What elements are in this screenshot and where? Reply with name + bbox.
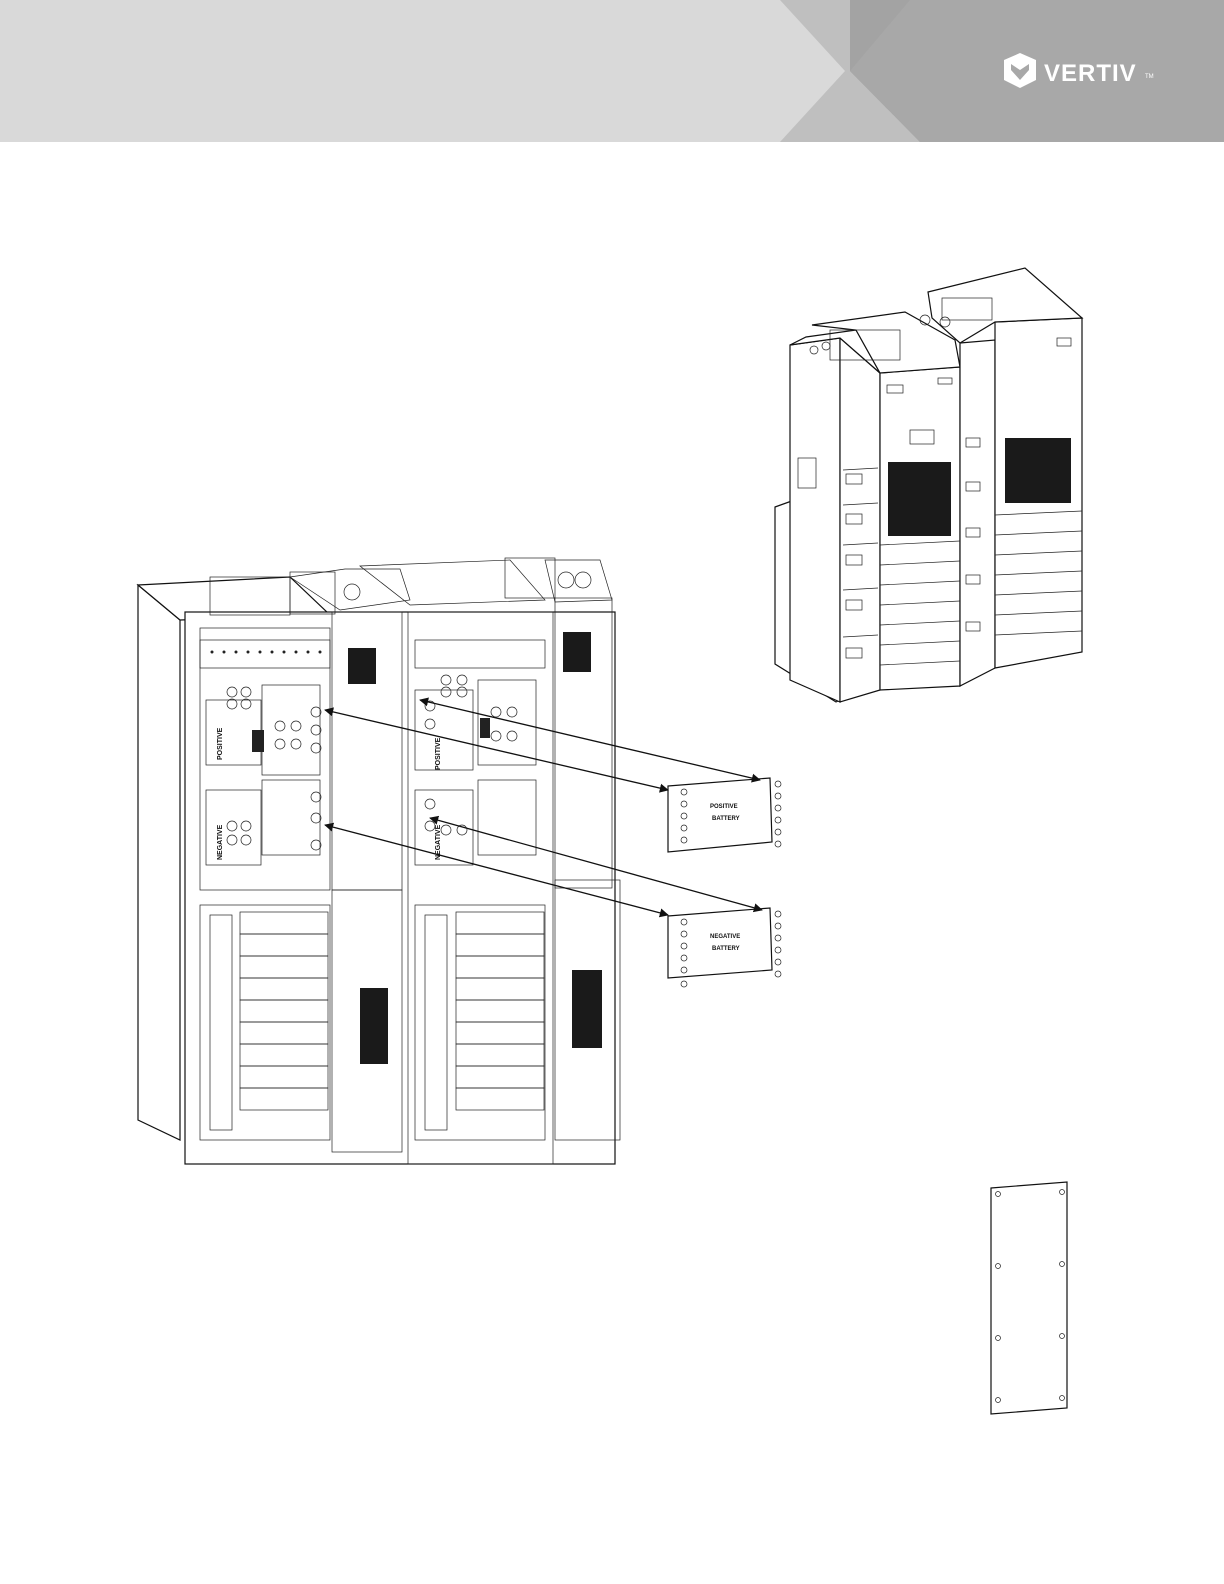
positive-battery-label-2: BATTERY [712, 816, 740, 822]
header-chevron-overlay [850, 0, 1224, 142]
cabinet-assembly-overview [775, 268, 1082, 702]
page-header: VERTIV TM [0, 0, 1224, 142]
negative-battery-label-2: BATTERY [712, 946, 740, 952]
header-banner: VERTIV TM [0, 0, 1224, 142]
cabinet-front-view: POSITIVE NEGATIVE [138, 558, 620, 1164]
negative-battery-label-1: NEGATIVE [710, 934, 740, 940]
left-positive-label: POSITIVE [217, 727, 224, 760]
positive-battery-plate: POSITIVE BATTERY [668, 778, 781, 852]
vertiv-logo-text: VERTIV [1044, 60, 1137, 87]
right-positive-label: POSITIVE [435, 737, 442, 770]
negative-battery-plate: NEGATIVE BATTERY [668, 908, 781, 987]
left-negative-label: NEGATIVE [217, 824, 224, 860]
vertiv-trademark: TM [1145, 74, 1154, 80]
positive-battery-label-1: POSITIVE [710, 804, 738, 810]
cabinet-vent-grille [1005, 438, 1071, 503]
technical-drawing: POSITIVE NEGATIVE [0, 142, 1224, 1584]
side-panel [991, 1182, 1067, 1414]
ups-vent-grille [888, 462, 951, 536]
drawing-canvas: POSITIVE NEGATIVE [0, 142, 1224, 1584]
